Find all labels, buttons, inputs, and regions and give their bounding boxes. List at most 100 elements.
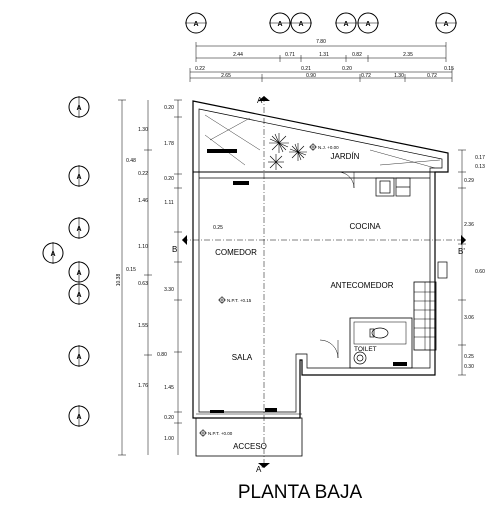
dim-left-15: 0.20 (164, 415, 174, 421)
dim-top-12: 0.72 (361, 73, 371, 79)
svg-text:A: A (76, 414, 81, 421)
axis-marker-icon: A (42, 242, 64, 264)
dim-left-6: 1.46 (138, 198, 148, 204)
dim-top-5: 2.35 (403, 52, 413, 58)
dim-top-14: 0.72 (427, 73, 437, 79)
level-marker-icon (309, 143, 317, 151)
drawing-title: PLANTA BAJA (238, 482, 363, 503)
svg-text:A: A (277, 21, 282, 28)
axis-marker-icon: A (68, 405, 90, 427)
svg-text:A: A (76, 105, 81, 112)
axis-marker-icon: A (68, 96, 90, 118)
dim-right-5: 0.60 (475, 269, 485, 275)
dim-top-4: 0.82 (352, 52, 362, 58)
dim-left-16: 1.00 (164, 436, 174, 442)
dim-left-outer-3: 0.80 (157, 352, 167, 358)
dim-left-12: 1.55 (138, 323, 148, 329)
svg-text:A: A (443, 21, 448, 28)
refrigerator-icon (437, 261, 448, 279)
dim-right-4: 2.36 (464, 222, 474, 228)
solid-wall-segments (207, 149, 407, 413)
section-label-a-prime: A' (256, 465, 263, 474)
dim-left-13: 1.76 (138, 383, 148, 389)
room-label-toilet: TOILET (354, 346, 377, 353)
dim-right-6: 3.06 (464, 315, 474, 321)
axis-marker-icon: A (68, 345, 90, 367)
dim-left-8: 0.25 (213, 225, 223, 231)
dim-top-9: 0.15 (444, 66, 454, 72)
dim-top-10: 2.65 (221, 73, 231, 79)
axis-marker-icon: A (68, 165, 90, 187)
dim-top-11: 0.90 (306, 73, 316, 79)
level-npt-main: N.P.T. +0.15 (227, 298, 252, 303)
svg-text:A: A (365, 21, 370, 28)
dim-left-outer-1: 0.48 (126, 158, 136, 164)
dim-left-7: 1.11 (164, 200, 174, 206)
dim-left-10: 0.63 (138, 281, 148, 287)
dim-left-outer-2: 0.15 (126, 267, 136, 273)
axis-marker-icon: A (335, 12, 357, 34)
toilet-icon (353, 327, 389, 365)
level-marker-icon (218, 296, 226, 304)
left-axis-markers: A A A A A A A (42, 96, 90, 427)
svg-text:A: A (343, 21, 348, 28)
room-label-jardin: JARDÍN (331, 152, 360, 161)
garden-hatch (204, 114, 441, 169)
dim-right-1: 0.17 (475, 155, 485, 161)
room-label-sala: SALA (232, 353, 253, 362)
axis-marker-icon: A (435, 12, 457, 34)
top-axis-markers: A A A A A A (185, 12, 457, 34)
dim-left-4: 0.22 (138, 171, 148, 177)
dim-left-5: 0.20 (164, 176, 174, 182)
svg-text:A: A (76, 292, 81, 299)
room-label-acceso: ACCESO (233, 442, 267, 451)
svg-text:A: A (76, 270, 81, 277)
dim-left-2: 1.30 (138, 127, 148, 133)
level-marker-icon (199, 429, 207, 437)
dim-top-8: 0.20 (342, 66, 352, 72)
garden-plant-icon (268, 133, 307, 170)
dim-left-11: 3.30 (164, 287, 174, 293)
dim-top-1: 2.44 (233, 52, 243, 58)
kitchen-sink-icon (375, 177, 411, 197)
level-npt-acceso: N.P.T. +0.00 (208, 431, 233, 436)
dim-right-8: 0.30 (464, 364, 474, 370)
room-label-antecomedor: ANTECOMEDOR (330, 281, 393, 290)
dim-total-width: 7.80 (316, 39, 326, 45)
dim-right-2: 0.13 (475, 164, 485, 170)
dim-top-2: 0.71 (285, 52, 295, 58)
dim-top-6: 0.22 (195, 66, 205, 72)
axis-marker-icon: A (68, 283, 90, 305)
svg-text:A: A (76, 174, 81, 181)
dim-top-3: 1.31 (319, 52, 329, 58)
section-label-a: A (257, 96, 263, 105)
building-walls (192, 100, 449, 457)
svg-text:A: A (193, 21, 198, 28)
section-label-b: B (172, 245, 177, 254)
dim-left-1: 0.20 (164, 105, 174, 111)
door-swings (319, 171, 355, 359)
axis-marker-icon: A (269, 12, 291, 34)
dim-right-7: 0.25 (464, 354, 474, 360)
room-label-cocina: COCINA (349, 222, 381, 231)
level-nj: N.J. +0.00 (318, 145, 339, 150)
svg-text:A: A (50, 251, 55, 258)
section-lines (182, 96, 466, 468)
dim-right-3: 0.29 (464, 178, 474, 184)
axis-marker-icon: A (290, 12, 312, 34)
section-label-b-prime: B' (458, 247, 465, 256)
svg-text:A: A (76, 354, 81, 361)
dim-left-14: 1.45 (164, 385, 174, 391)
dim-left-3: 1.78 (164, 141, 174, 147)
top-dimensions (189, 42, 453, 82)
svg-text:A: A (298, 21, 303, 28)
room-label-comedor: COMEDOR (215, 248, 257, 257)
axis-marker-icon: A (185, 12, 207, 34)
dim-top-7: 0.21 (301, 66, 311, 72)
left-dimensions (118, 99, 182, 456)
dim-total-height: 10.38 (116, 274, 122, 287)
dim-top-13: 1.30 (394, 73, 404, 79)
section-markers (182, 96, 466, 468)
dim-left-9: 1.10 (138, 244, 148, 250)
